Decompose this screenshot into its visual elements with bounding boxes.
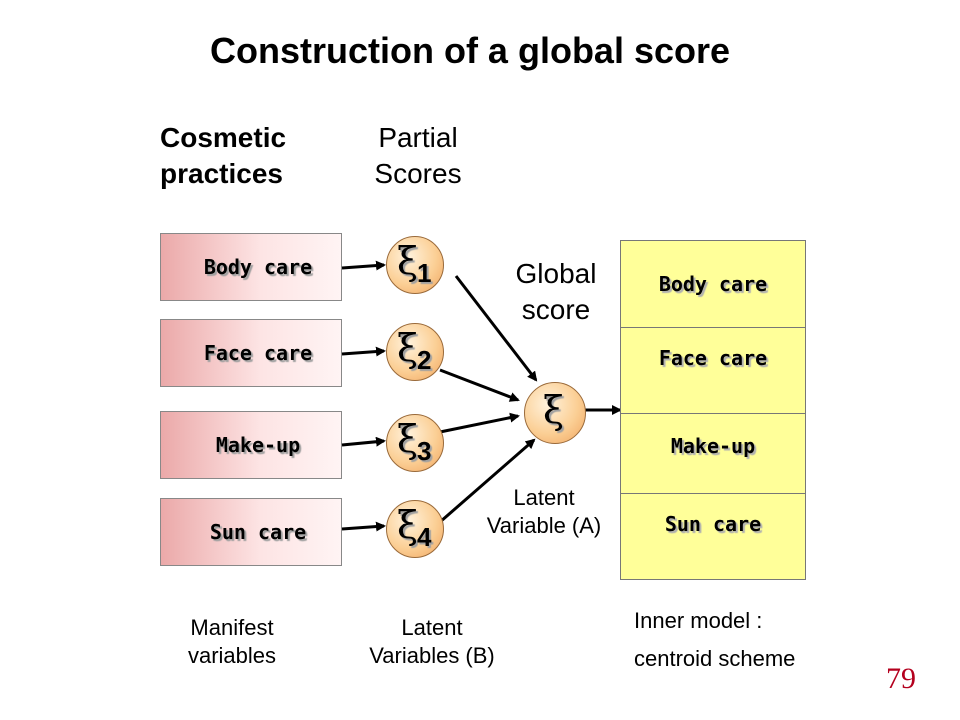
arrow-xi4-to-xi xyxy=(439,438,536,524)
manifest-box-body-care: Body care xyxy=(160,233,342,301)
arrow-xi2-to-xi xyxy=(439,368,520,402)
caption-latent-variable-a: Latent Variable (A) xyxy=(486,485,602,538)
latent-xi-3: ξ 3 xyxy=(386,414,444,472)
caption-latent-variables-b: Latent Variables (B) xyxy=(369,615,495,668)
inner-model-item-body-care: Body care xyxy=(658,272,768,296)
manifest-label: Sun care xyxy=(209,520,307,544)
xi-symbol: ξ xyxy=(397,417,418,461)
manifest-box-make-up: Make-up xyxy=(160,411,342,479)
xi-subscript: 2 xyxy=(417,345,432,375)
xi-subscript: 4 xyxy=(417,522,432,552)
arrow-mv1-to-xi1 xyxy=(341,260,386,271)
latent-xi-4: ξ 4 xyxy=(386,500,444,558)
xi-symbol: ξ xyxy=(397,239,418,283)
xi-subscript: 3 xyxy=(417,436,432,466)
caption-inner-model-line1: Inner model : xyxy=(634,608,763,633)
page-number: 79 xyxy=(886,662,916,695)
manifest-label: Face care xyxy=(203,341,313,365)
arrow-mv3-to-xi3 xyxy=(341,436,386,447)
inner-model-item-sun-care: Sun care xyxy=(664,512,762,536)
inner-model-divider xyxy=(621,493,805,494)
inner-model-divider xyxy=(621,327,805,328)
page-title: Construction of a global score xyxy=(209,30,731,71)
arrow-mv4-to-xi4 xyxy=(341,521,386,532)
heading-global-score: Global score xyxy=(515,258,597,325)
manifest-label: Body care xyxy=(203,255,313,279)
manifest-box-sun-care: Sun care xyxy=(160,498,342,566)
inner-model-item-face-care: Face care xyxy=(658,346,768,370)
arrow-xi1-to-xi xyxy=(454,275,538,382)
xi-symbol: ξ xyxy=(543,388,564,432)
xi-symbol: ξ xyxy=(397,503,418,547)
latent-xi-2: ξ 2 xyxy=(386,323,444,381)
heading-cosmetic-practices: Cosmetic practices xyxy=(160,122,287,189)
xi-subscript: 1 xyxy=(417,258,432,288)
caption-manifest-variables: Manifest variables xyxy=(187,615,277,668)
heading-partial-scores: Partial Scores xyxy=(374,122,462,189)
manifest-label: Make-up xyxy=(215,433,301,457)
caption-inner-model-line2: centroid scheme xyxy=(634,646,796,671)
arrow-xi3-to-xi xyxy=(439,412,520,434)
latent-xi-1: ξ 1 xyxy=(386,236,444,294)
arrow-mv2-to-xi2 xyxy=(341,346,386,357)
xi-symbol: ξ xyxy=(397,326,418,370)
latent-xi-global: ξ xyxy=(524,382,586,444)
inner-model-item-make-up: Make-up xyxy=(670,434,756,458)
inner-model-divider xyxy=(621,413,805,414)
inner-model-box: Body care Face care Make-up Sun care xyxy=(620,240,806,580)
manifest-box-face-care: Face care xyxy=(160,319,342,387)
